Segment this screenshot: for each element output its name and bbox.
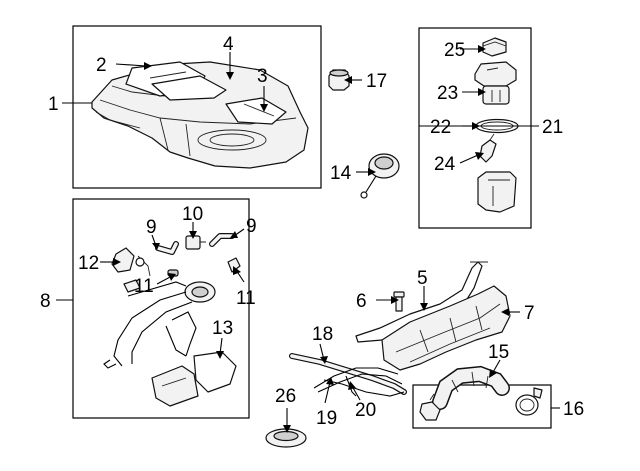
callout-11b: 11 — [236, 288, 256, 309]
callout-11a: 11 — [134, 276, 154, 297]
protector-part — [225, 97, 287, 125]
callout-17: 17 — [366, 71, 387, 92]
heat-shield-pad-part — [151, 75, 227, 101]
protector-13-part — [151, 351, 237, 407]
fuel-tube-20-part — [323, 375, 405, 397]
hose-9b-part — [209, 233, 235, 247]
pump-cover-25-part — [482, 37, 507, 57]
callout-12: 12 — [78, 253, 99, 274]
callout-2: 2 — [96, 55, 107, 76]
vent-tube-12-part — [111, 247, 151, 277]
callout-4: 4 — [223, 34, 234, 55]
fuel-tube-19-part — [313, 367, 403, 393]
callout-7: 7 — [524, 303, 535, 324]
callout-15: 15 — [488, 342, 509, 363]
callout-22: 22 — [430, 117, 451, 138]
callout-8: 8 — [40, 291, 51, 312]
callout-5: 5 — [417, 268, 428, 289]
filler-neck-part — [103, 281, 216, 369]
callout-13: 13 — [212, 318, 233, 339]
pump-bracket-part — [477, 171, 517, 213]
callout-20: 20 — [355, 400, 376, 421]
clip-11b-part — [227, 257, 241, 273]
callout-labels: 1 2 3 4 5 6 7 8 9 9 10 11 11 12 13 14 15… — [40, 34, 584, 429]
callout-23: 23 — [437, 83, 458, 104]
sender-unit-24-part — [479, 133, 497, 163]
tank-cap-17-part — [328, 69, 350, 91]
heat-shield-7-part — [381, 285, 511, 371]
hose-9a-part — [155, 241, 179, 255]
callout-24: 24 — [434, 154, 456, 175]
callout-3: 3 — [257, 66, 268, 87]
fuel-pump-assembly-part — [474, 61, 517, 105]
callout-1: 1 — [48, 94, 59, 115]
callout-16: 16 — [563, 399, 584, 420]
callout-25: 25 — [444, 40, 465, 61]
callout-10: 10 — [182, 204, 203, 225]
bolt-6-part — [393, 291, 405, 312]
callout-21: 21 — [542, 117, 563, 138]
callout-19: 19 — [316, 408, 337, 429]
callout-6: 6 — [356, 291, 367, 312]
arrowheads — [113, 45, 509, 433]
hose-clamp-right-part — [515, 387, 543, 416]
fuel-tube-18-part — [289, 353, 407, 395]
hose-clamp-group-box — [412, 384, 552, 429]
fuel-cap-part — [360, 153, 400, 199]
grommet-26-part — [265, 428, 307, 448]
fuel-pump-group-box — [418, 27, 532, 229]
filler-hose-15-part — [432, 365, 510, 410]
callout-9a: 9 — [146, 217, 157, 238]
callout-9b: 9 — [246, 216, 257, 237]
callout-14: 14 — [330, 163, 352, 184]
hose-clamp-left-part — [419, 393, 441, 421]
callout-26: 26 — [275, 386, 296, 407]
filler-neck-group-box — [72, 198, 250, 419]
fuel-tank-group-box — [72, 25, 322, 189]
callout-18: 18 — [312, 324, 333, 345]
